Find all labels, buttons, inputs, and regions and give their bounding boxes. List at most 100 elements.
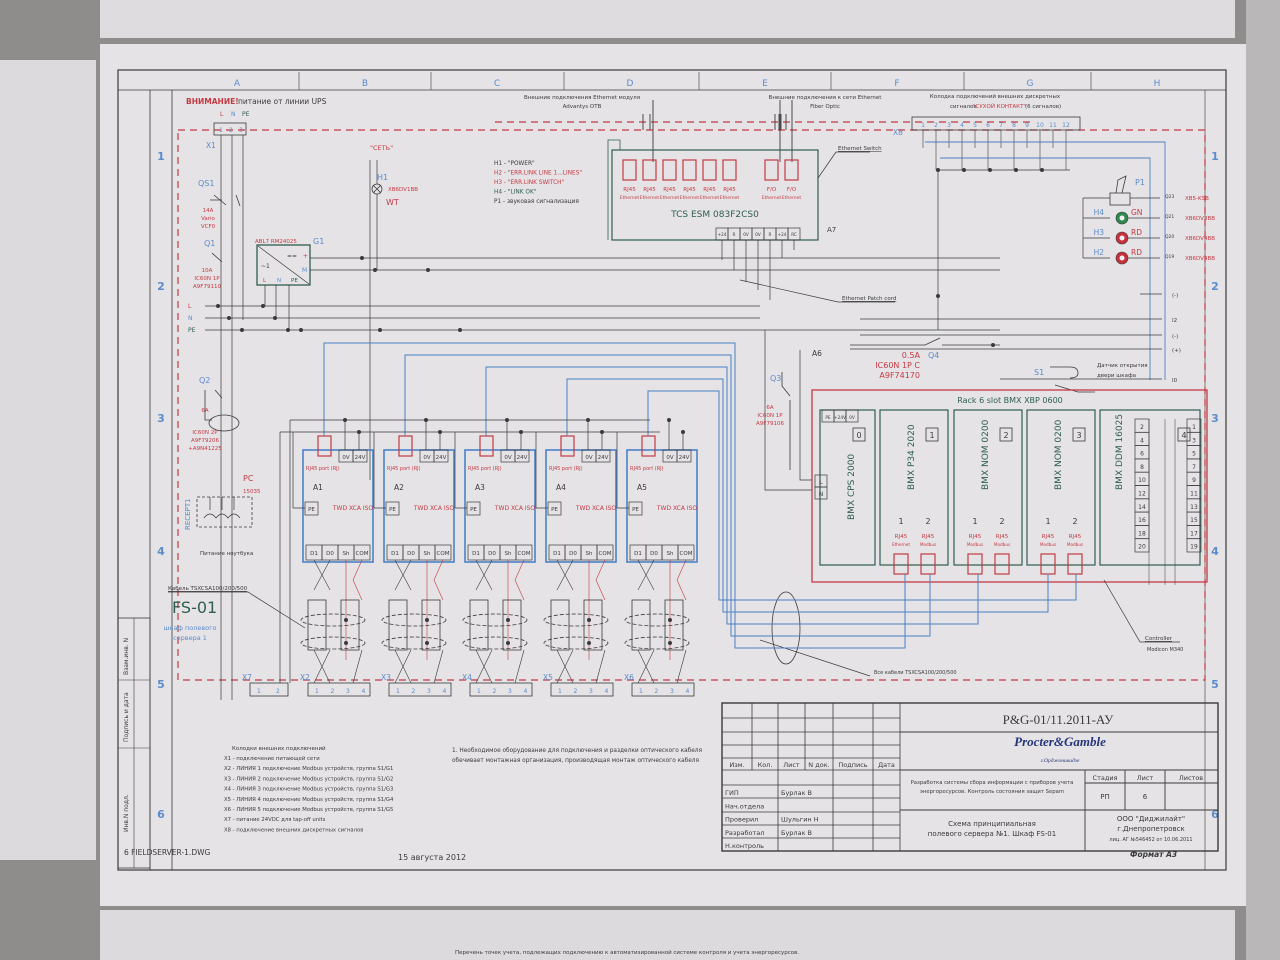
ddm-terminal-label: 18 — [1138, 530, 1146, 537]
q2-spec: +A9N41225 — [188, 446, 222, 452]
switch-port-sub: Ethernet — [680, 195, 700, 201]
qs1-spec: 14A — [203, 208, 214, 214]
h1-label: H1 — [377, 173, 388, 182]
legend-item: H1 - "POWER" — [494, 161, 535, 167]
x8-title-2: сигналов — [950, 104, 977, 110]
module-supply-bus — [280, 419, 660, 433]
bus-terminal-label: D0 — [569, 551, 577, 557]
x8-common — [937, 169, 1070, 330]
indicator-label: H4 — [1094, 208, 1105, 217]
terminal-pin: 2 — [276, 688, 280, 695]
junction-dot — [1014, 168, 1018, 172]
x8-pin: 7 — [999, 122, 1003, 129]
bus-terminal-label: COM — [599, 551, 612, 557]
junction-dot — [378, 328, 382, 332]
ddm-terminal-label: 15 — [1190, 517, 1198, 524]
cable-shield-icon — [381, 636, 447, 650]
terminal-pin: 1 — [639, 688, 643, 695]
terminal-pin: 2 — [229, 127, 233, 134]
terminal-block-x4 — [469, 682, 533, 697]
x8-pin: 11 — [1049, 122, 1057, 129]
notes-item: X1 - подключение питающей сети — [224, 755, 320, 762]
module-port-label: RJ45 port (RJ) — [549, 466, 583, 472]
terminal-pin: 1 — [219, 127, 223, 134]
bus-terminal-label: COM — [680, 551, 693, 557]
slot-number: 4 — [1181, 431, 1186, 440]
company-city: г.Орджоникидзе — [1041, 757, 1080, 764]
row-marker-5: 5 — [157, 678, 165, 691]
junction-dot — [667, 418, 671, 422]
ddm-terminal-label: 5 — [1192, 451, 1196, 458]
twisted-pair — [556, 559, 574, 591]
buzzer-p1-icon — [1109, 192, 1131, 206]
module-model: TWD XCA ISO — [413, 505, 455, 512]
terminal-pin: 2 — [331, 688, 335, 695]
cable-callout: Кабель TSXCSA100/200/500 — [168, 586, 248, 592]
terminal-pin: 4 — [605, 688, 609, 695]
terminal-block-x2 — [307, 682, 371, 697]
slot-number-box — [999, 427, 1013, 442]
terminal-block-label: X2 — [300, 673, 310, 682]
indicator-color: GN — [1131, 208, 1142, 217]
otb-note: Advantys OTB — [563, 104, 602, 110]
rack-title: Rack 6 slot BMX XBP 0600 — [957, 396, 1063, 405]
bus-terminal-label: D0 — [488, 551, 496, 557]
indicator-lamp-center — [1119, 235, 1125, 241]
row-marker-right-3: 3 — [1211, 412, 1219, 425]
terminal-pin: 4 — [686, 688, 690, 695]
rack-signal-label: I0 — [1172, 378, 1178, 384]
power-terminal-label: 0V — [504, 455, 511, 461]
cable-core — [502, 599, 522, 651]
patch-cord-callout: Ethernet Patch cord — [842, 296, 896, 302]
terminal-wires — [475, 649, 525, 684]
power-terminal-label: 24V — [355, 455, 366, 461]
fiber-note: Fiber Optic — [810, 104, 840, 110]
revision-header: Кол. — [758, 761, 773, 769]
warning-label: ВНИМАНИЕ! — [186, 97, 239, 106]
switch-terminal-label: 0V — [743, 232, 749, 237]
x8-signal-wires — [925, 141, 1166, 380]
ddm-terminal-label: 17 — [1190, 530, 1198, 537]
module-label: A4 — [556, 483, 566, 492]
bus-label-L: L — [188, 303, 192, 310]
rack-module-slot-3 — [1026, 409, 1096, 566]
module-model: TWD XCA ISO — [656, 505, 698, 512]
junction-dot — [936, 294, 940, 298]
ddm-terminal-label: 19 — [1190, 544, 1198, 551]
row-marker-right-5: 5 — [1211, 678, 1219, 691]
connector-break-symbols — [642, 100, 793, 162]
rack-port-2-1 — [967, 553, 983, 575]
indicator-model: XB6DV4BB — [1185, 256, 1215, 262]
revision-header: Дата — [878, 761, 895, 769]
bus-label-N: N — [188, 315, 193, 322]
q1-spec: IC60N 1P — [194, 276, 220, 282]
bus-terminal-label: Sh — [505, 551, 512, 557]
switch-terminal-label: +24 — [778, 232, 787, 237]
bus-terminal-label: D0 — [326, 551, 334, 557]
junction-dot — [216, 304, 220, 308]
pc-label: PC — [243, 474, 254, 483]
switch-port-sub: Ethernet — [720, 195, 740, 201]
ddm-terminal-label: 9 — [1192, 477, 1196, 484]
cps-input-label: N — [819, 491, 824, 498]
q2-spec: 6A — [201, 408, 208, 414]
title-block — [721, 702, 1219, 852]
port-number: 2 — [925, 517, 930, 526]
terminal-pin: 4 — [443, 688, 447, 695]
modbus-module-a2 — [383, 449, 455, 563]
q4-spec: A9F74170 — [879, 371, 920, 380]
q4-spec: 0.5A — [902, 351, 921, 360]
outer-frame — [117, 69, 1227, 871]
switch-terminal-label: R — [769, 232, 772, 237]
port-number: 1 — [972, 517, 977, 526]
power-terminal — [676, 449, 692, 463]
junction-dot — [227, 316, 231, 320]
slot-number-box — [1072, 427, 1086, 442]
cable-shield-icon — [624, 636, 690, 650]
switch-port-4 — [682, 159, 697, 181]
terminal-pin: 3 — [670, 688, 674, 695]
warning-text: питание от линии UPS — [238, 97, 327, 106]
q4-spec: IC60N 1P C — [875, 361, 920, 370]
signer-name: Бурлак В — [781, 829, 812, 837]
module-supply-wires — [292, 420, 360, 509]
